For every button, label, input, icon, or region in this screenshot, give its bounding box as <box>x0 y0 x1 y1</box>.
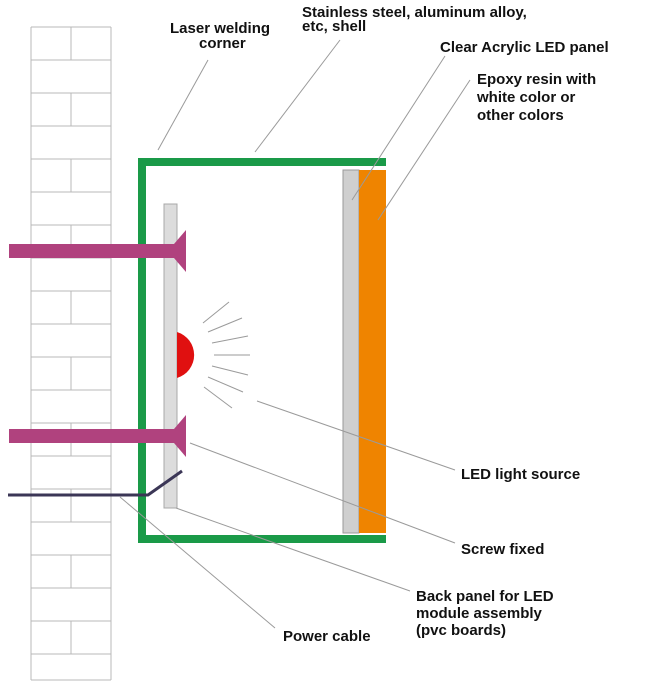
leader-screw <box>189 442 456 544</box>
leader-back-panel <box>175 507 411 592</box>
leader-power-cable <box>119 496 276 629</box>
label-epoxy-resin: Epoxy resin with white color or other co… <box>476 71 600 124</box>
label-acrylic-panel: Clear Acrylic LED panel <box>440 39 609 56</box>
screw-lower <box>9 415 186 457</box>
label-shell: Stainless steel, aluminum alloy, etc, sh… <box>302 4 531 35</box>
epoxy-resin-layer <box>359 170 386 533</box>
leader-shell <box>254 39 341 153</box>
leader-acrylic <box>351 55 446 201</box>
brick-wall <box>30 26 112 681</box>
label-power-cable: Power cable <box>283 628 371 645</box>
leader-lines <box>119 39 471 629</box>
power-cable <box>8 469 183 497</box>
label-laser-welding: Laser welding corner <box>170 20 274 52</box>
led-dome-icon <box>177 332 195 378</box>
leader-laser-welding <box>157 59 209 151</box>
screw-upper <box>9 230 186 272</box>
acrylic-panel <box>342 169 360 534</box>
light-rays <box>202 301 250 409</box>
leader-led-source <box>256 400 456 471</box>
leader-epoxy <box>377 79 471 221</box>
label-back-panel: Back panel for LED module assembly (pvc … <box>416 588 558 639</box>
label-screw-fixed: Screw fixed <box>461 541 544 558</box>
label-led-light-source: LED light source <box>461 466 580 483</box>
